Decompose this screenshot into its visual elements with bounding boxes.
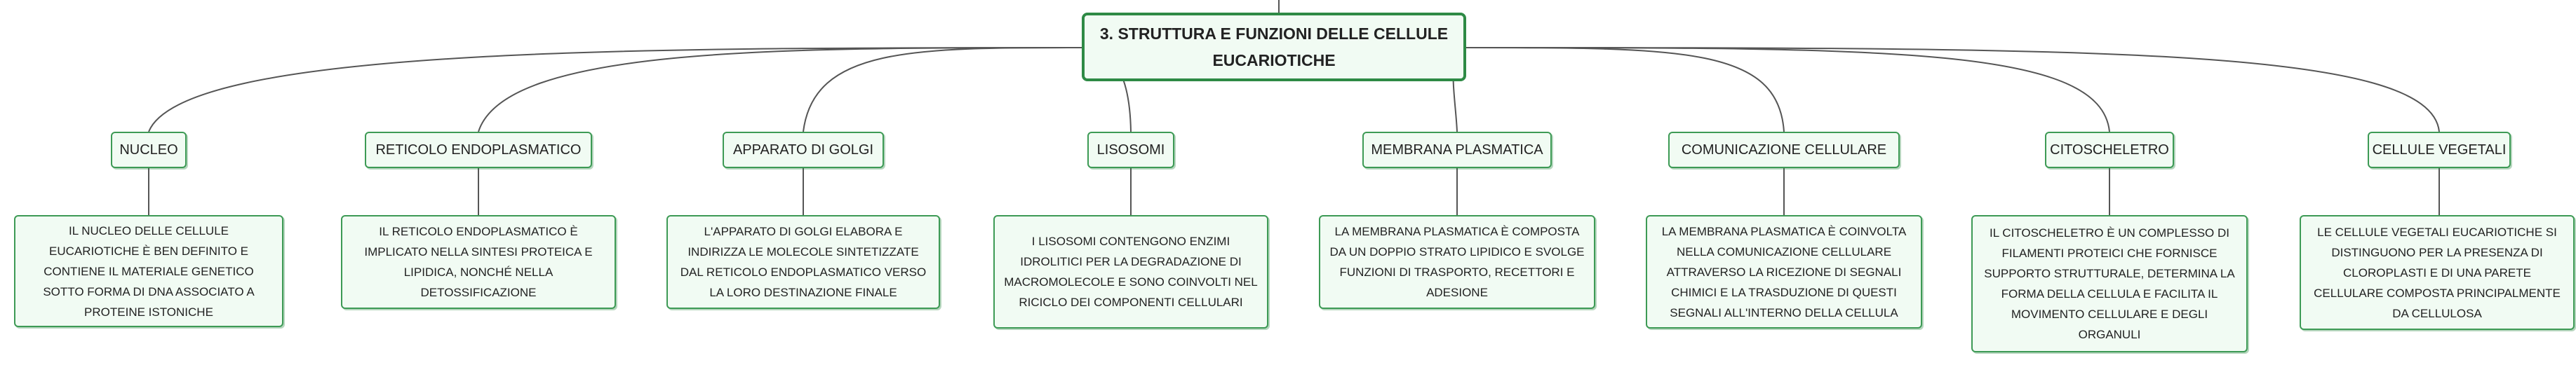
topic-label: NUCLEO	[119, 142, 178, 158]
detail-membrana-plasmatica[interactable]: LA MEMBRANA PLASMATICA È COMPOSTA DA UN …	[1319, 215, 1595, 309]
topic-nucleo[interactable]: NUCLEO	[111, 132, 187, 168]
topic-label: CELLULE VEGETALI	[2372, 142, 2507, 158]
root-topic[interactable]: 3. STRUTTURA E FUNZIONI DELLE CELLULE EU…	[1082, 13, 1466, 81]
connector-root-vegetali	[1465, 47, 2440, 132]
connector-root-nucleo	[148, 47, 1082, 132]
detail-comunicazione-cellulare[interactable]: LA MEMBRANA PLASMATICA È COINVOLTA NELLA…	[1646, 215, 1922, 329]
topic-label: COMUNICAZIONE CELLULARE	[1681, 142, 1887, 158]
topic-label: CITOSCHELETRO	[2050, 142, 2169, 158]
detail-cellule-vegetali[interactable]: LE CELLULE VEGETALI EUCARIOTICHE SI DIST…	[2300, 215, 2575, 330]
detail-text: I LISOSOMI CONTENGONO ENZIMI IDROLITICI …	[1004, 235, 1258, 309]
connector-root-citoscheletro	[1465, 47, 2110, 132]
detail-apparato-di-golgi[interactable]: L'APPARATO DI GOLGI ELABORA E INDIRIZZA …	[666, 215, 940, 309]
topic-reticolo-endoplasmatico[interactable]: RETICOLO ENDOPLASMATICO	[365, 132, 592, 168]
topic-label: RETICOLO ENDOPLASMATICO	[375, 142, 582, 158]
detail-text: IL CITOSCHELETRO È UN COMPLESSO DI FILAM…	[1984, 226, 2235, 341]
detail-lisosomi[interactable]: I LISOSOMI CONTENGONO ENZIMI IDROLITICI …	[993, 215, 1268, 329]
detail-reticolo-endoplasmatico[interactable]: IL RETICOLO ENDOPLASMATICO È IMPLICATO N…	[341, 215, 616, 309]
topic-membrana-plasmatica[interactable]: MEMBRANA PLASMATICA	[1362, 132, 1552, 168]
topic-lisosomi[interactable]: LISOSOMI	[1087, 132, 1174, 168]
topic-apparato-di-golgi[interactable]: APPARATO DI GOLGI	[723, 132, 884, 168]
connector-root-comunicazione	[1465, 47, 1785, 132]
detail-text: LE CELLULE VEGETALI EUCARIOTICHE SI DIST…	[2314, 225, 2561, 320]
topic-comunicazione-cellulare[interactable]: COMUNICAZIONE CELLULARE	[1668, 132, 1900, 168]
detail-citoscheletro[interactable]: IL CITOSCHELETRO È UN COMPLESSO DI FILAM…	[1971, 215, 2248, 352]
topic-label: MEMBRANA PLASMATICA	[1371, 142, 1543, 158]
topic-citoscheletro[interactable]: CITOSCHELETRO	[2045, 132, 2174, 168]
detail-text: L'APPARATO DI GOLGI ELABORA E INDIRIZZA …	[680, 225, 927, 299]
detail-text: IL RETICOLO ENDOPLASMATICO È IMPLICATO N…	[364, 225, 593, 299]
topic-label: APPARATO DI GOLGI	[732, 142, 874, 158]
connector-root-reticolo	[478, 47, 1082, 132]
topic-label: LISOSOMI	[1096, 142, 1165, 158]
detail-text: LA MEMBRANA PLASMATICA È COMPOSTA DA UN …	[1329, 225, 1585, 299]
root-title: 3. STRUTTURA E FUNZIONI DELLE CELLULE EU…	[1099, 25, 1449, 69]
detail-text: LA MEMBRANA PLASMATICA È COINVOLTA NELLA…	[1661, 224, 1907, 319]
topic-cellule-vegetali[interactable]: CELLULE VEGETALI	[2368, 132, 2511, 168]
detail-nucleo[interactable]: IL NUCLEO DELLE CELLULE EUCARIOTICHE È B…	[14, 215, 283, 327]
connector-root-golgi	[803, 47, 1082, 132]
detail-text: IL NUCLEO DELLE CELLULE EUCARIOTICHE È B…	[43, 223, 255, 319]
